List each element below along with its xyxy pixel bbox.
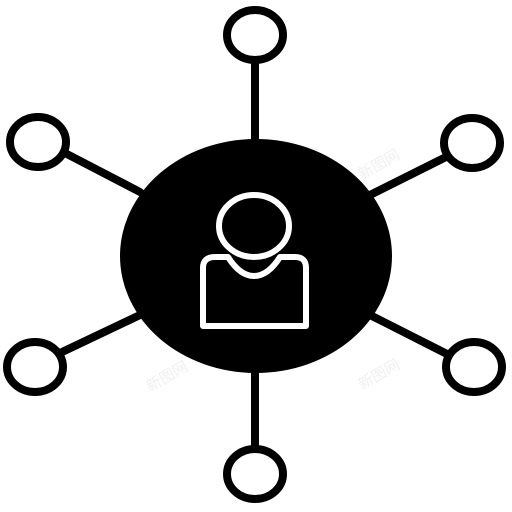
node-top-right — [440, 114, 504, 172]
node-top-left — [6, 113, 70, 171]
outer-nodes — [3, 6, 506, 503]
connector-top-left — [59, 148, 144, 196]
watermark-bottom-center: 新图网 — [143, 357, 191, 395]
user-body — [200, 254, 309, 329]
connector-top-right — [366, 153, 450, 199]
node-top — [223, 6, 287, 64]
connector-bottom-right — [366, 311, 453, 359]
node-bottom — [223, 445, 287, 503]
watermark-bottom-right: 新图网 — [355, 355, 403, 393]
user-icon — [200, 192, 309, 329]
node-bottom-right — [442, 338, 506, 396]
connector-lines — [56, 56, 453, 464]
user-head — [216, 192, 292, 260]
node-bottom-left — [3, 338, 67, 396]
connector-bottom-left — [56, 311, 144, 357]
